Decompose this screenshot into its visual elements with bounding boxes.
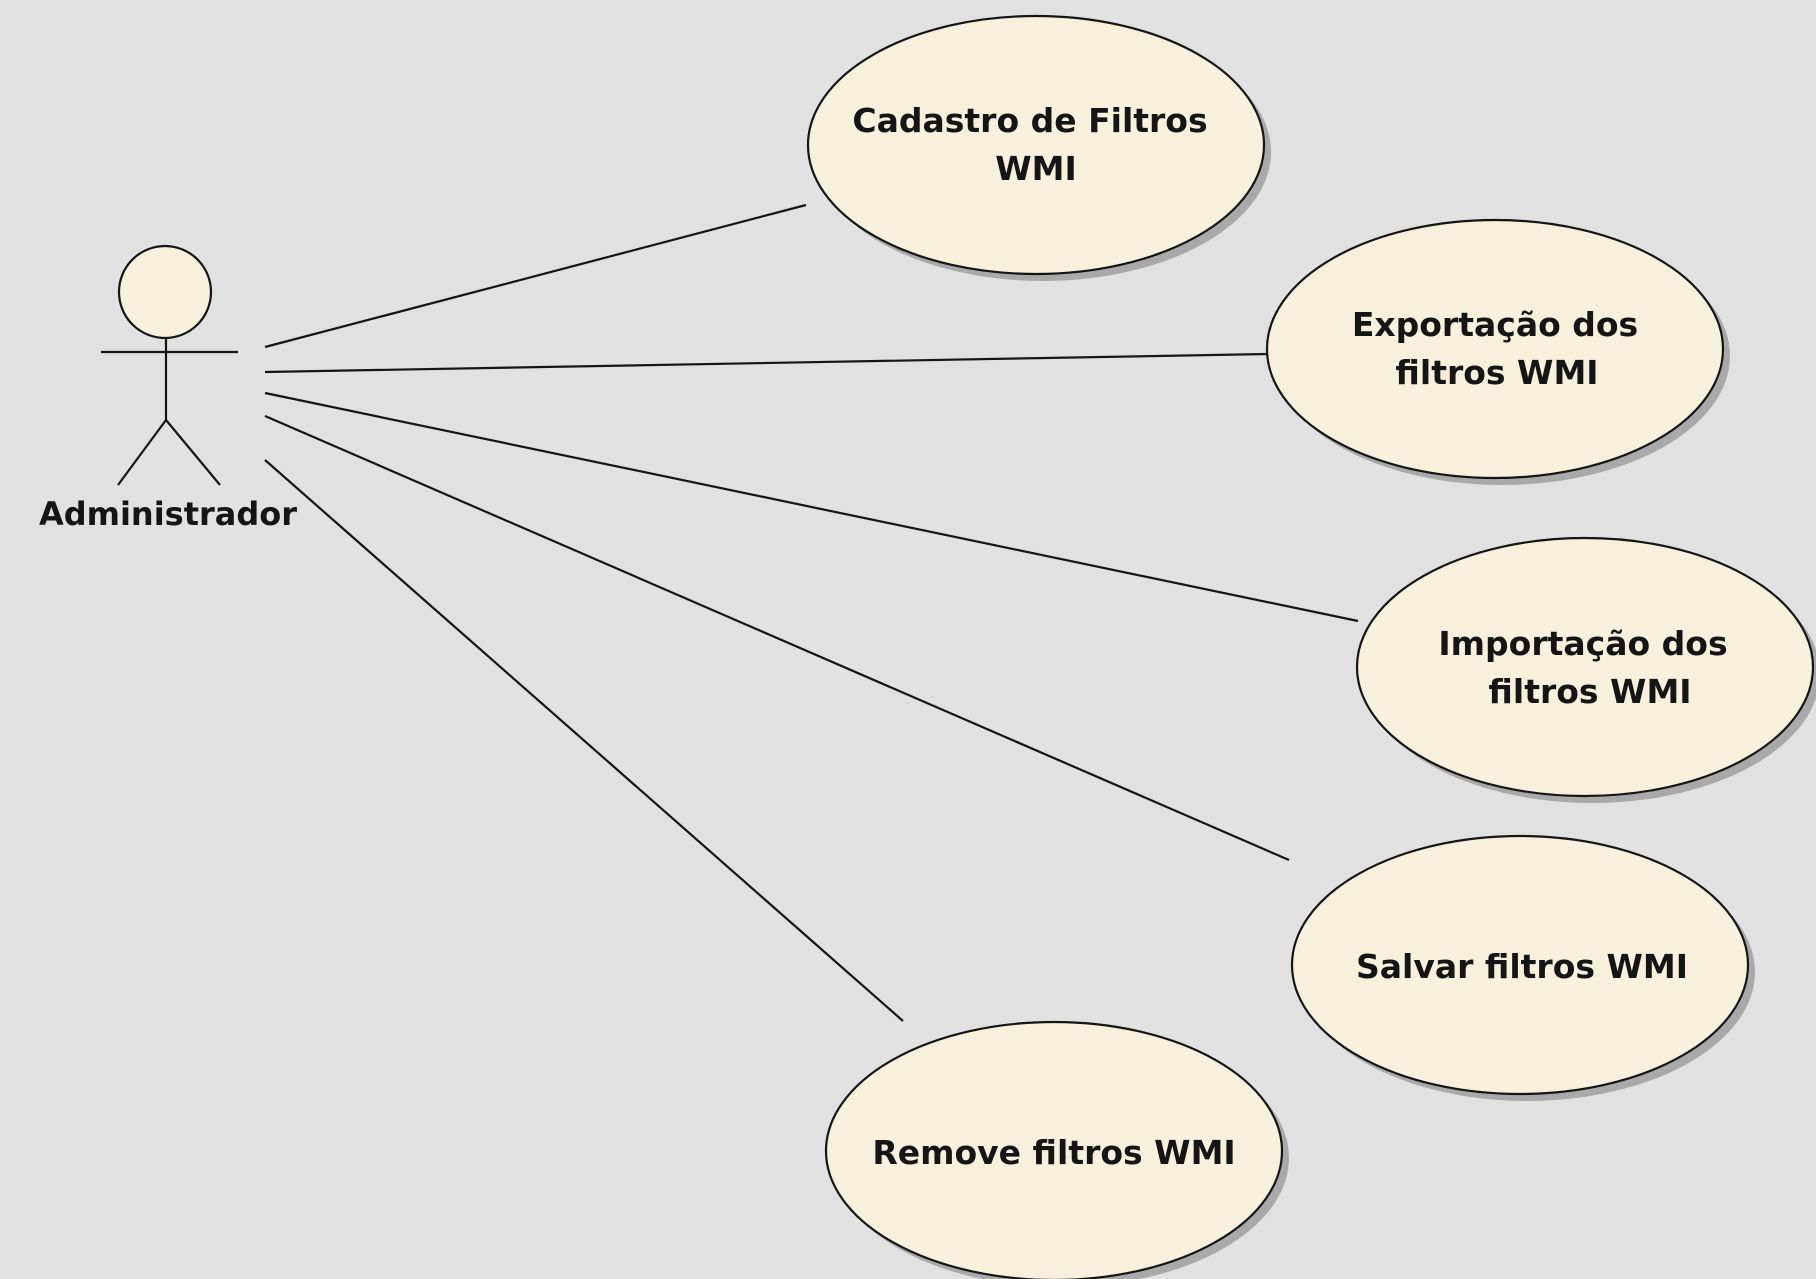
actor-left-leg <box>117 419 167 486</box>
actor-head <box>117 244 213 340</box>
association-remove <box>264 459 904 1022</box>
use-case-label-line2: filtros WMI <box>1488 672 1691 711</box>
association-exportacao <box>264 352 1269 374</box>
use-case-importacao-filtros[interactable]: Importação dos filtros WMI <box>1355 536 1816 803</box>
use-case-label-line2: filtros WMI <box>1395 353 1598 392</box>
use-case-label: Remove filtros WMI <box>872 1133 1235 1172</box>
association-cadastro <box>264 203 807 349</box>
use-case-ellipse <box>806 14 1266 276</box>
actor-label: Administrador <box>39 495 297 533</box>
associations <box>264 203 1359 1022</box>
actor-administrador[interactable]: Administrador <box>39 244 297 533</box>
use-case-ellipse <box>1355 536 1815 798</box>
use-case-label-line1: Importação dos <box>1438 624 1727 663</box>
use-case-exportacao-filtros[interactable]: Exportação dos filtros WMI <box>1265 218 1730 485</box>
actor-right-leg <box>165 419 221 486</box>
association-salvar <box>264 414 1290 862</box>
use-case-cadastro-filtros[interactable]: Cadastro de Filtros WMI <box>806 14 1271 281</box>
use-case-label-line1: Exportação dos <box>1352 305 1638 344</box>
use-case-salvar-filtros[interactable]: Salvar filtros WMI <box>1290 834 1755 1101</box>
use-case-ellipse <box>824 1020 1284 1279</box>
use-case-remove-filtros[interactable]: Remove filtros WMI <box>824 1020 1289 1279</box>
use-case-label: Salvar filtros WMI <box>1356 947 1688 986</box>
use-case-label-line1: Cadastro de Filtros <box>852 101 1207 140</box>
use-case-ellipse <box>1265 218 1725 480</box>
use-case-label-line2: WMI <box>995 149 1077 188</box>
association-importacao <box>264 391 1359 623</box>
use-case-ellipse <box>1290 834 1750 1096</box>
